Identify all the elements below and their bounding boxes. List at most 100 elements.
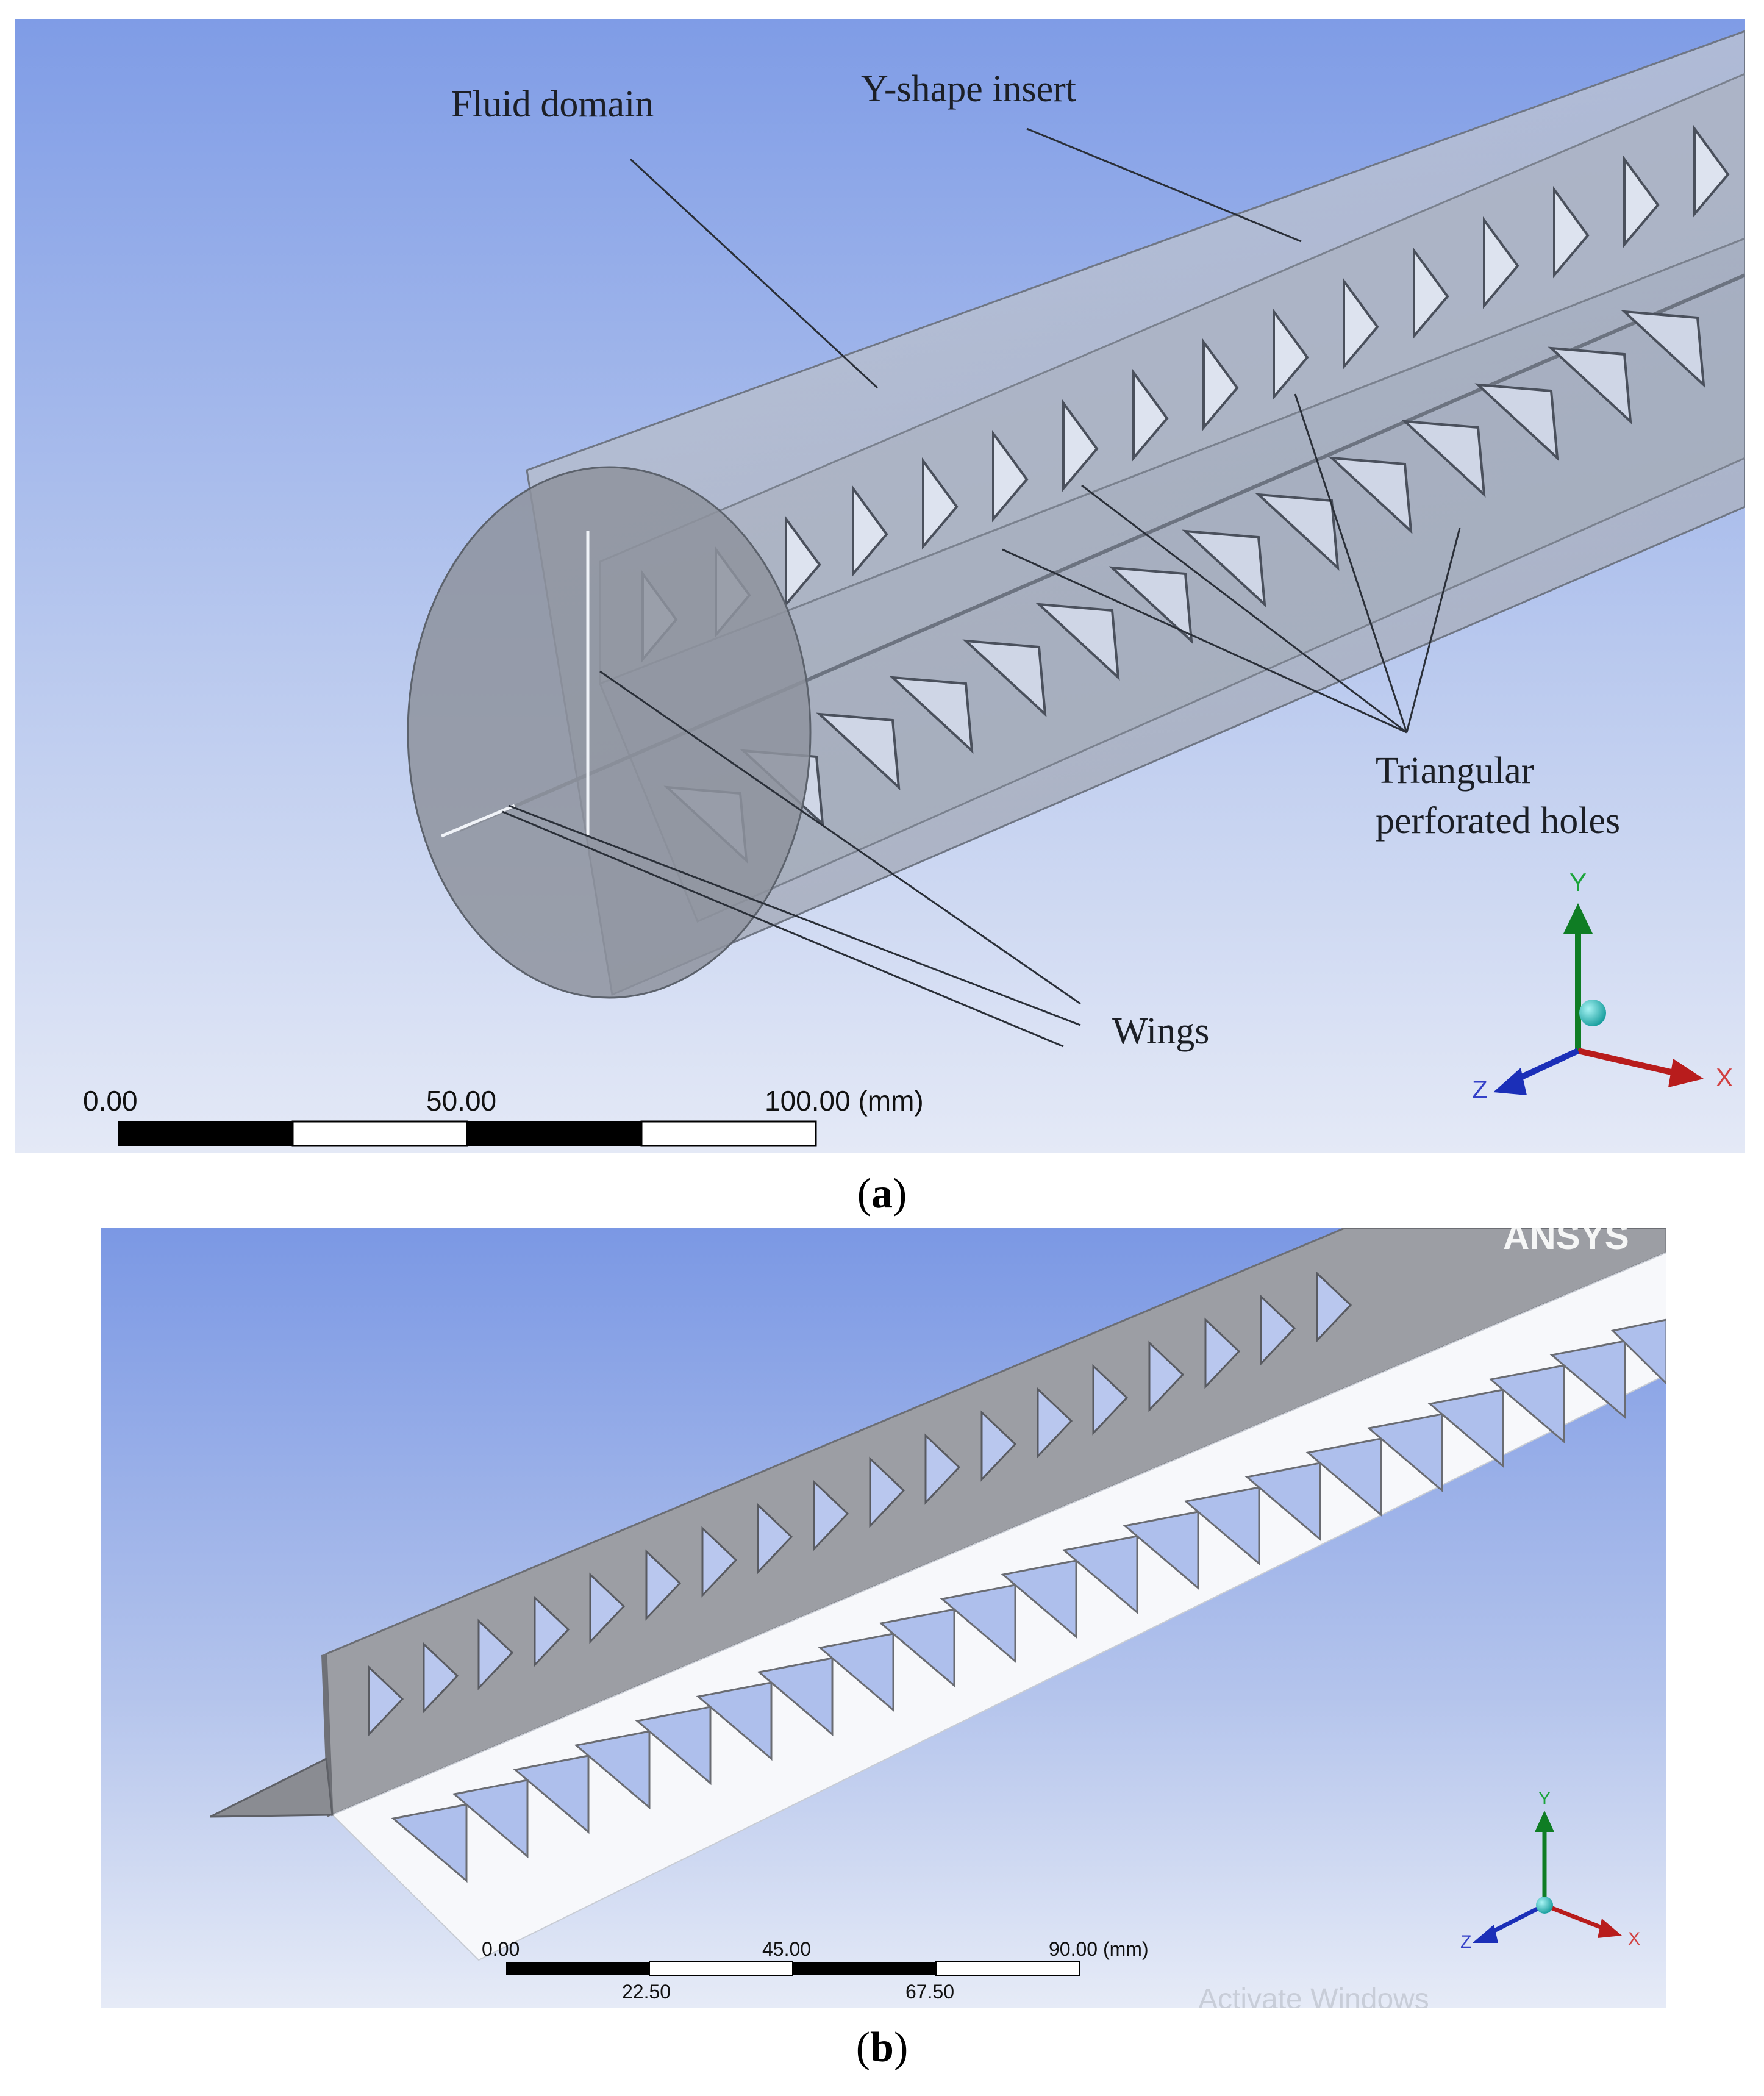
triangular-hole bbox=[924, 1433, 961, 1505]
triangular-hole bbox=[452, 1779, 529, 1859]
panel-b: ANSYS Activate Windows 0.00 45.00 90.00 … bbox=[101, 1228, 1666, 2008]
label-y-shape-insert: Y-shape insert bbox=[861, 68, 1076, 110]
triangular-hole bbox=[922, 457, 959, 550]
triangular-hole bbox=[368, 1665, 404, 1737]
triangular-hole bbox=[757, 1657, 834, 1737]
triangular-hole bbox=[534, 1595, 570, 1667]
label-triangular-holes-line2: perforated holes bbox=[1376, 800, 1620, 842]
triangular-hole bbox=[701, 1526, 738, 1598]
triangular-hole bbox=[513, 1754, 590, 1834]
scale-a-tick-50: 50.00 bbox=[426, 1085, 496, 1117]
triangular-hole bbox=[816, 712, 901, 790]
triangular-hole bbox=[1123, 1511, 1199, 1590]
label-fluid-domain: Fluid domain bbox=[451, 84, 654, 125]
axis-triad-b: Y X Z bbox=[1460, 1789, 1640, 1952]
wings-near-inlet bbox=[441, 531, 590, 838]
label-wings: Wings bbox=[1112, 1010, 1209, 1052]
triangular-hole bbox=[1553, 185, 1590, 279]
watermark-activate-windows: Activate Windows bbox=[1198, 1983, 1429, 2008]
label-triangular-holes-line1: Triangular bbox=[1376, 750, 1534, 792]
insert-wing-edge bbox=[321, 1654, 332, 1817]
triangular-hole bbox=[1413, 246, 1449, 340]
triangular-hole bbox=[1623, 155, 1660, 248]
axis-triad-a: Y X Z bbox=[1472, 868, 1733, 1104]
triangular-hole bbox=[1427, 1389, 1504, 1468]
scale-bar-a: 0.00 50.00 100.00 (mm) bbox=[83, 1085, 924, 1147]
axis-label-x: X bbox=[1628, 1929, 1640, 1949]
axis-label-z: Z bbox=[1472, 1075, 1488, 1104]
triangular-hole bbox=[852, 484, 888, 578]
scale-b-tick-90: 90.00 (mm) bbox=[1049, 1938, 1149, 1960]
triangular-hole bbox=[423, 1642, 459, 1714]
triangular-hole bbox=[1204, 1317, 1241, 1389]
triangular-hole bbox=[1184, 1486, 1260, 1566]
triangular-hole bbox=[589, 1572, 626, 1644]
triangular-hole bbox=[1549, 1340, 1626, 1420]
triangular-hole bbox=[1037, 1387, 1073, 1459]
scale-b-tick-45: 45.00 bbox=[762, 1938, 811, 1960]
triangular-hole bbox=[1001, 1559, 1077, 1639]
fluid-domain-inlet-face bbox=[407, 466, 812, 999]
watermark-ansys: ANSYS bbox=[1503, 1228, 1629, 1257]
triangular-hole bbox=[1610, 1318, 1666, 1386]
caption-b: (b) bbox=[855, 2024, 909, 2071]
scale-a-tick-100: 100.00 (mm) bbox=[765, 1085, 924, 1117]
lower-wing-hole-row bbox=[391, 1318, 1666, 1883]
triangular-hole bbox=[574, 1730, 651, 1810]
triangular-hole bbox=[1488, 1364, 1565, 1444]
triangular-hole bbox=[1109, 566, 1193, 644]
triangular-hole bbox=[1548, 346, 1632, 424]
triangular-hole bbox=[1474, 383, 1559, 461]
triangular-hole bbox=[1328, 456, 1413, 534]
triangular-hole bbox=[1092, 1364, 1129, 1436]
triangular-hole bbox=[1260, 1294, 1296, 1366]
triangular-hole bbox=[1343, 277, 1379, 370]
panel-a: Fluid domain Y-shape insert Triangular p… bbox=[15, 19, 1745, 1153]
triangular-hole bbox=[1255, 493, 1340, 571]
triangular-hole bbox=[1132, 368, 1169, 462]
triangular-hole bbox=[940, 1584, 1016, 1664]
scale-a-tick-0: 0.00 bbox=[83, 1085, 138, 1117]
leader-lines bbox=[502, 127, 1461, 1048]
triangular-hole bbox=[696, 1681, 773, 1761]
triangular-hole bbox=[1483, 216, 1519, 309]
triangular-hole bbox=[757, 1503, 793, 1575]
triangular-hole bbox=[477, 1618, 514, 1690]
triangular-hole bbox=[1062, 399, 1099, 492]
scale-b-tick-22-5: 22.50 bbox=[622, 1981, 671, 2003]
triangular-hole bbox=[980, 1410, 1017, 1482]
vertical-wing-hole-row bbox=[368, 1271, 1352, 1737]
triangular-hole bbox=[962, 639, 1047, 717]
triangular-hole bbox=[889, 676, 974, 754]
triangular-hole bbox=[1366, 1413, 1443, 1493]
caption-a: (a) bbox=[857, 1170, 907, 1217]
triangular-hole bbox=[1148, 1340, 1185, 1412]
triangular-hole bbox=[1035, 603, 1120, 681]
triangular-hole bbox=[818, 1633, 894, 1712]
triangular-hole bbox=[785, 515, 821, 608]
axis-label-x: X bbox=[1716, 1063, 1733, 1092]
triangular-hole bbox=[1401, 420, 1486, 498]
triangular-hole bbox=[1316, 1271, 1352, 1343]
triangular-hole bbox=[813, 1479, 849, 1551]
scale-b-tick-67-5: 67.50 bbox=[905, 1981, 954, 2003]
triangular-hole bbox=[869, 1456, 905, 1528]
axis-label-z: Z bbox=[1460, 1932, 1471, 1952]
triangular-hole bbox=[1182, 529, 1266, 607]
triangular-hole bbox=[1693, 124, 1730, 218]
axis-label-y: Y bbox=[1569, 868, 1587, 896]
triangular-hole bbox=[645, 1549, 682, 1621]
triangular-hole bbox=[1062, 1535, 1138, 1615]
triangular-hole bbox=[879, 1608, 955, 1688]
triangular-hole bbox=[635, 1706, 712, 1786]
triangular-hole bbox=[1273, 307, 1309, 401]
triangular-hole bbox=[1621, 310, 1705, 388]
insert-left-wing bbox=[210, 1757, 334, 1818]
triangular-hole bbox=[1202, 338, 1239, 431]
triangular-hole bbox=[1305, 1437, 1382, 1517]
triangular-hole bbox=[992, 429, 1029, 523]
scale-bar-b: 0.00 45.00 90.00 (mm) 22.50 67.50 bbox=[482, 1938, 1149, 2003]
triangular-hole bbox=[391, 1803, 468, 1883]
triangular-hole bbox=[1244, 1462, 1321, 1542]
axis-label-y: Y bbox=[1538, 1789, 1551, 1809]
